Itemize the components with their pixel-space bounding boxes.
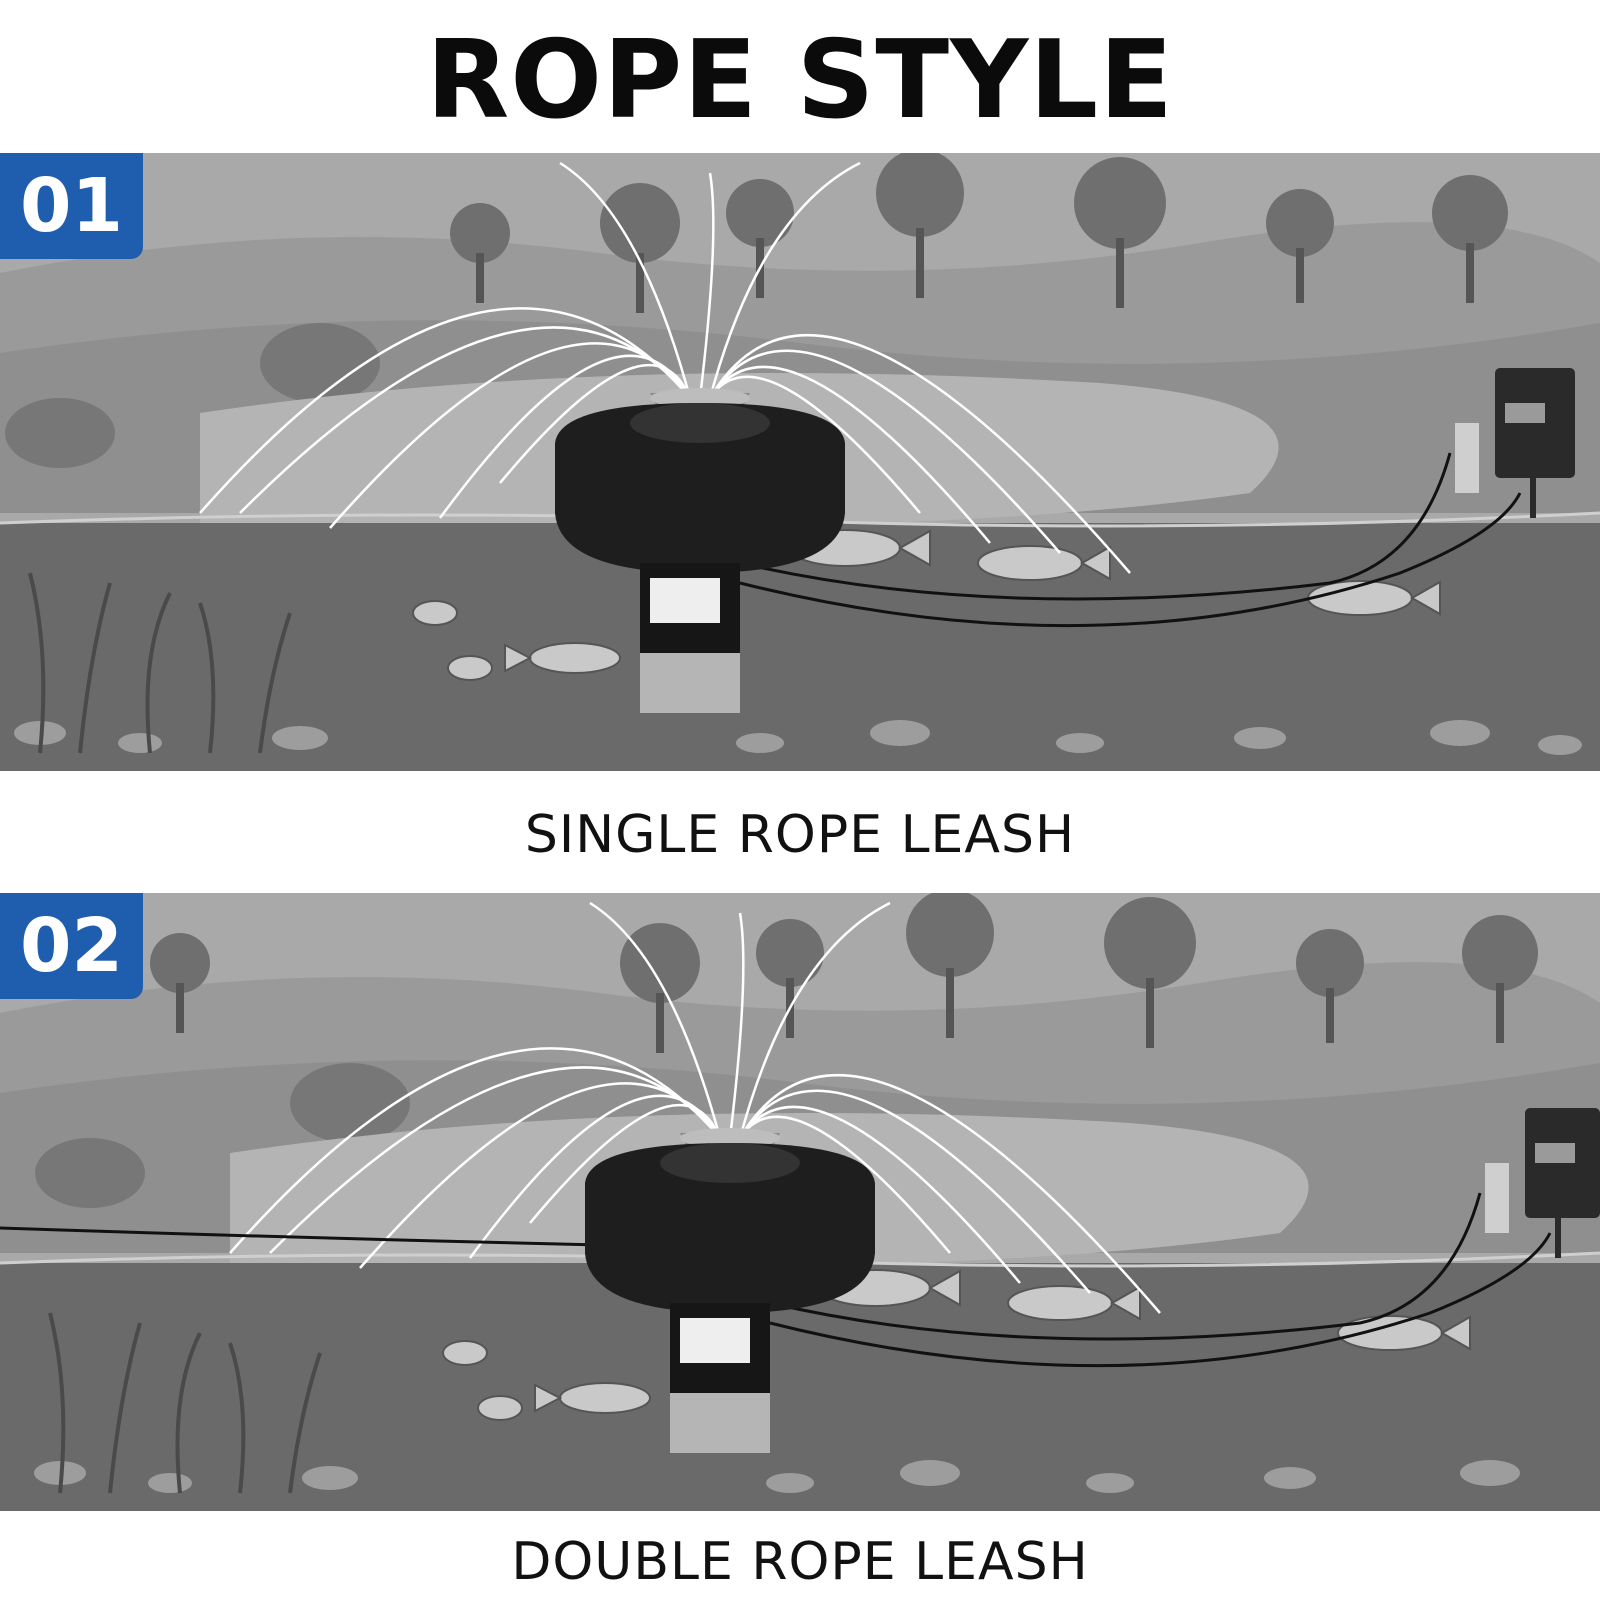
fountain-spray [199,161,1131,574]
bush [35,1138,145,1208]
pond-scene-single-rope: 01 [0,153,1600,771]
reeds [48,1312,322,1494]
page-title: ROPE STYLE [426,18,1174,143]
rocks [34,1460,1520,1493]
control-box-icon [1485,1108,1600,1258]
underwater-cross-section [0,523,1600,771]
panel-caption-single: SINGLE ROPE LEASH [524,805,1076,865]
bush [260,323,380,403]
rope-icon [739,452,1452,601]
bush [5,398,115,468]
rope-icon [769,1192,1482,1341]
reeds [28,572,292,754]
pond-illustration [0,893,1600,1511]
control-box-icon [1455,368,1575,518]
panel-caption-double: DOUBLE ROPE LEASH [511,1532,1089,1592]
bush [290,1063,410,1143]
tree-icon [150,893,1538,1053]
rope-icon [0,1226,601,1247]
aerator-fountain-icon [585,1128,875,1453]
aerator-fountain-icon [555,388,845,713]
pond-scene-double-rope: 02 [0,893,1600,1511]
step-badge-01: 01 [0,153,143,259]
fountain-spray [229,901,1161,1314]
step-badge-02: 02 [0,893,143,999]
power-cable [739,492,1522,628]
pond-illustration [0,153,1600,771]
power-cable [769,1232,1552,1368]
